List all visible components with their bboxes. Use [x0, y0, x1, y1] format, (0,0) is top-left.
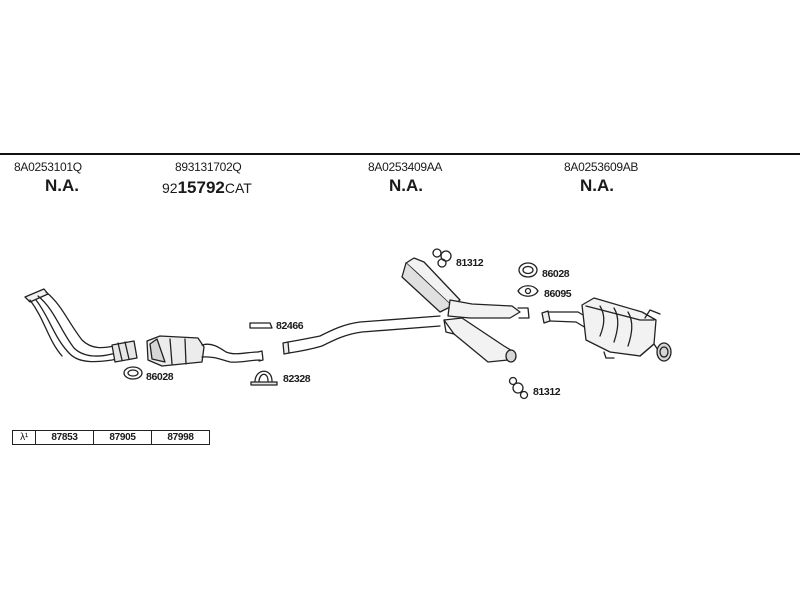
clamp-82466-drawing [249, 322, 273, 329]
label-hanger-bottom: 81312 [533, 386, 561, 398]
status-rear-muffler: N.A. [580, 176, 614, 195]
front-pipe-drawing [24, 288, 138, 363]
sensor-cell-3: 87998 [151, 430, 210, 445]
part-number-rear-muffler: 8A0253609AB [564, 160, 639, 174]
catalyst-main-number: 15792 [177, 178, 225, 197]
label-gasket-86095: 86095 [544, 288, 572, 300]
sensor-cell-1: 87853 [35, 430, 94, 445]
label-clamp-82466: 82466 [276, 320, 304, 332]
gasket-86095-drawing [517, 285, 539, 297]
lambda-symbol: λ¹ [12, 430, 36, 445]
table-row: λ¹ 87853 87905 87998 [12, 430, 210, 445]
status-front-pipe: N.A. [45, 176, 79, 195]
hanger-bottom-drawing [508, 376, 529, 400]
center-muffler-drawing [401, 257, 530, 363]
catalytic-converter-drawing [146, 335, 264, 367]
clamp-82328-drawing [250, 370, 278, 386]
hanger-top-drawing [432, 248, 452, 268]
rear-muffler-drawing [541, 297, 672, 362]
catalyst-suffix: CAT [224, 180, 252, 196]
part-number-catalyst: 893131702Q [175, 160, 242, 174]
catalyst-prefix: 92 [162, 180, 178, 196]
front-gasket-drawing [123, 366, 143, 380]
ring-86028-drawing [518, 262, 538, 278]
label-ring-86028: 86028 [542, 268, 570, 280]
header-divider [0, 153, 800, 155]
part-number-front-pipe: 8A0253101Q [14, 160, 82, 174]
sensor-cell-2: 87905 [93, 430, 152, 445]
label-front-gasket: 86028 [146, 371, 174, 383]
part-number-middle-muffler: 8A0253409AA [368, 160, 443, 174]
intermediate-pipe-drawing [282, 315, 441, 355]
catalyst-number: 9215792CAT [162, 178, 252, 198]
status-middle-muffler: N.A. [389, 176, 423, 195]
label-hanger-top: 81312 [456, 257, 484, 269]
lambda-sensor-table: λ¹ 87853 87905 87998 [12, 430, 210, 445]
label-clamp-82328: 82328 [283, 373, 311, 385]
